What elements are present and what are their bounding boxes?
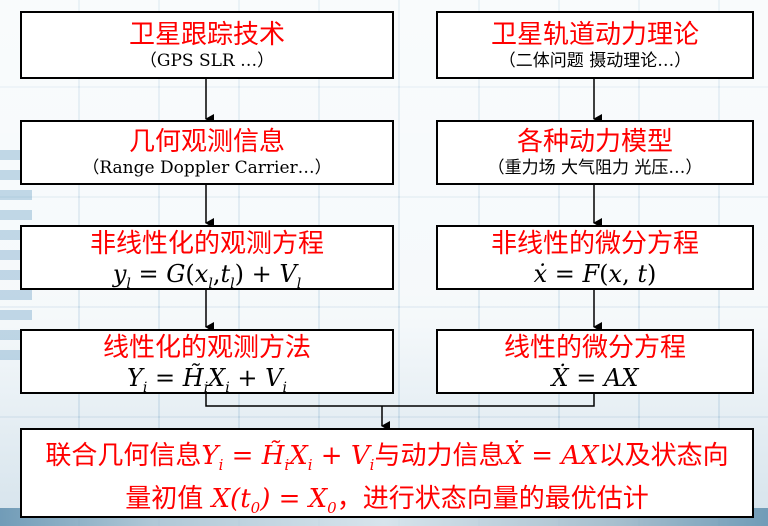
final-text-4: 量初值 (125, 484, 204, 515)
box-subtitle: （Range Doppler Carrier…） (82, 158, 332, 178)
final-eq-initial: X(t0) = X0 (211, 484, 337, 518)
box-subtitle: （二体问题 摄动理论…） (498, 51, 692, 71)
final-line-2: 量初值 X(t0) = X0，进行状态向量的最优估计 (22, 482, 752, 525)
final-eq-dynamics: Ẋ = AX (504, 441, 599, 471)
box-title: 卫星跟踪技术 (128, 20, 285, 50)
box-dynamic-models: 各种动力模型 （重力场 大气阻力 光压…） (436, 120, 754, 185)
box-satellite-tracking: 卫星跟踪技术 （GPS SLR …） (20, 11, 394, 79)
final-text-5: ，进行状态向量的最优估计 (336, 484, 649, 515)
box-nonlinear-differential-eq: 非线性的微分方程 ẋ = F(x, t) (436, 225, 754, 290)
box-subtitle: （重力场 大气阻力 光压…） (487, 158, 703, 178)
box-title: 线性化的观测方法 (102, 333, 311, 363)
box-linear-differential-eq: 线性的微分方程 Ẋ = AX (436, 329, 754, 394)
final-text-3: 以及状态向 (598, 441, 729, 471)
final-text-1: 联合几何信息 (45, 441, 202, 471)
box-combined-estimation: 联合几何信息Yi = H̃iXi + Vi与动力信息Ẋ = AX以及状态向 量初… (20, 428, 754, 518)
final-text-2: 与动力信息 (374, 441, 505, 471)
box-title: 各种动力模型 (516, 127, 673, 157)
box-linearized-observation: 线性化的观测方法 Yi = H̃iXi + Vi (20, 329, 394, 396)
box-nonlinear-observation-eq: 非线性化的观测方程 yl = G(xl,tl) + Vl (20, 225, 394, 292)
box-geometric-observation: 几何观测信息 （Range Doppler Carrier…） (20, 120, 394, 185)
final-line-1: 联合几何信息Yi = H̃iXi + Vi与动力信息Ẋ = AX以及状态向 (22, 439, 752, 482)
box-title: 几何观测信息 (128, 127, 285, 157)
box-title: 线性的微分方程 (503, 333, 686, 363)
box-title: 非线性的微分方程 (490, 229, 699, 259)
observation-equation: yl = G(xl,tl) + Vl (112, 260, 302, 292)
box-title: 非线性化的观测方程 (89, 229, 324, 259)
merge-line (205, 394, 595, 407)
linear-differential-equation: Ẋ = AX (551, 364, 639, 392)
linear-observation-equation: Yi = H̃iXi + Vi (127, 364, 287, 396)
box-subtitle: （GPS SLR …） (139, 51, 275, 71)
box-orbit-dynamics-theory: 卫星轨道动力理论 （二体问题 摄动理论…） (436, 11, 754, 79)
nonlinear-differential-equation: ẋ = F(x, t) (533, 260, 657, 288)
final-eq-observation: Yi = H̃iXi + Vi (201, 441, 375, 475)
box-title: 卫星轨道动力理论 (490, 20, 699, 50)
